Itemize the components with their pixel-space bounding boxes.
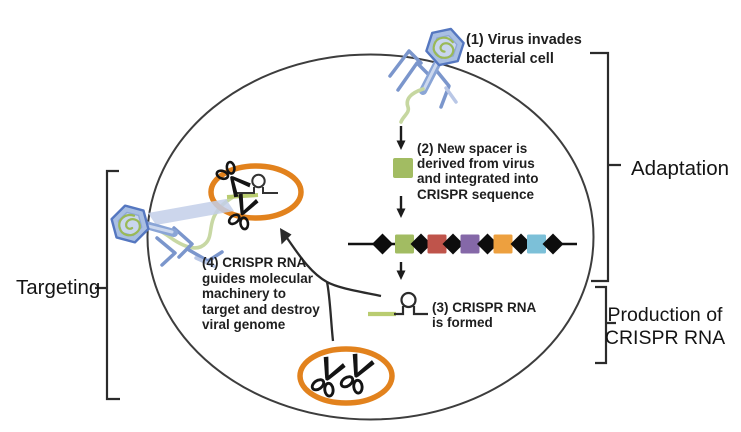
step4-line: machinery to — [202, 286, 287, 301]
targeting-arrow — [280, 228, 382, 342]
adaptation-label: Adaptation — [631, 157, 730, 180]
spacer-square — [395, 234, 414, 254]
arrowhead — [280, 228, 292, 245]
step2-text: (2) New spacer is derived from virus and… — [417, 141, 539, 202]
bacterial-cell-membrane — [146, 53, 595, 421]
step2-line: CRISPR sequence — [417, 186, 535, 202]
repeat-diamond — [510, 233, 532, 255]
production-bracket — [595, 285, 616, 365]
step3-line: (3) CRISPR RNA — [432, 300, 537, 315]
spacer-square — [460, 234, 480, 254]
repeat-diamond — [410, 233, 432, 255]
production-label-line: CRISPR RNA — [604, 326, 726, 349]
production-label: Production of CRISPR RNA — [601, 304, 729, 349]
arrow-down-sequence-to-rna — [396, 262, 406, 280]
adaptation-bracket — [590, 51, 621, 283]
targeting-complex — [208, 157, 304, 234]
step1-line: (1) Virus invades — [466, 32, 582, 48]
production-label-line: Production of — [607, 304, 723, 326]
virus-phage-top-icon — [388, 22, 468, 124]
spacer-square — [493, 234, 513, 254]
repeat-diamond — [372, 233, 393, 255]
step2-line: derived from virus — [417, 156, 535, 172]
step1-text: (1) Virus invades bacterial cell — [466, 31, 582, 68]
step4-line: (4) CRISPR RNA — [202, 255, 307, 270]
step4-line: guides molecular — [202, 270, 314, 286]
repeat-diamond — [442, 233, 464, 255]
molecular-machinery — [297, 346, 395, 406]
spacer-square — [427, 234, 447, 254]
step2-line: and integrated into — [417, 171, 539, 187]
arrow-down-step1-to-2 — [396, 126, 406, 150]
step4-line: target and destroy — [202, 301, 320, 317]
repeat-diamond — [542, 233, 564, 255]
targeting-bracket — [95, 169, 120, 401]
arrow-down-step2-to-sequence — [396, 196, 406, 218]
step3-text: (3) CRISPR RNA is formed — [432, 300, 536, 330]
new-spacer-square — [393, 158, 413, 178]
crispr-sequence-items — [372, 233, 564, 255]
crispr-rna-hairpin — [368, 291, 428, 317]
targeting-label: Targeting — [16, 276, 101, 299]
spacer-square — [527, 234, 546, 254]
step3-line: is formed — [432, 315, 493, 331]
crispr-sequence — [348, 233, 577, 255]
virus-phage-left-icon — [107, 199, 234, 268]
step4-line: viral genome — [202, 317, 286, 332]
step1-line: bacterial cell — [466, 50, 554, 67]
step4-text: (4) CRISPR RNA guides molecular machiner… — [202, 255, 320, 333]
repeat-diamond — [477, 233, 498, 255]
step2-line: (2) New spacer is — [417, 141, 528, 156]
